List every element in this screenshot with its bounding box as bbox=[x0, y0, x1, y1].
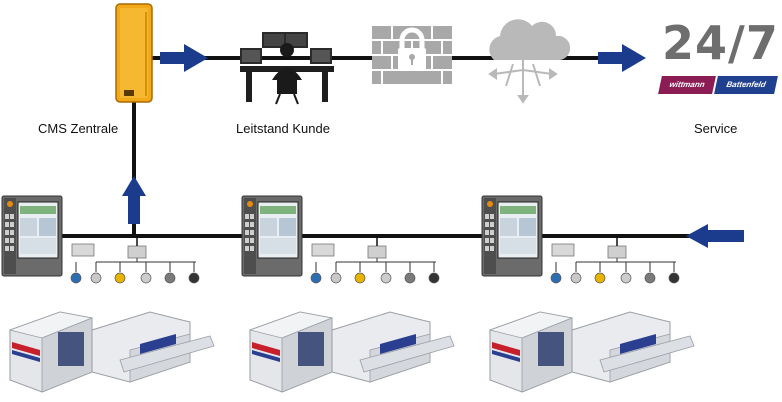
cms-cabinet-icon bbox=[115, 3, 153, 103]
arrow-left-icon bbox=[686, 224, 744, 248]
brand-logo: wittmann Battenfeld bbox=[658, 76, 778, 94]
service-label: Service bbox=[694, 121, 738, 136]
firewall-lock-icon bbox=[372, 26, 452, 84]
injection-molding-machine-icon bbox=[488, 311, 695, 393]
machine-controller-icon bbox=[241, 195, 303, 277]
machine-unit bbox=[481, 195, 695, 393]
service-hours: 24/7 bbox=[662, 16, 779, 70]
cloud-icon bbox=[488, 19, 571, 104]
injection-molding-machine-icon bbox=[8, 311, 215, 393]
machine-unit bbox=[241, 195, 455, 393]
sensor-icon bbox=[550, 236, 680, 284]
machine-controller-icon bbox=[1, 195, 63, 277]
machine-controller-icon bbox=[481, 195, 543, 277]
brand-logo-right: Battenfeld bbox=[714, 76, 778, 94]
cms-label: CMS Zentrale bbox=[38, 121, 119, 136]
leitstand-label: Leitstand Kunde bbox=[236, 121, 330, 136]
sensor-icon bbox=[310, 236, 440, 284]
sensor-icon bbox=[70, 236, 200, 284]
arrow-right-icon bbox=[160, 44, 208, 72]
injection-molding-machine-icon bbox=[248, 311, 455, 393]
arrow-up-icon bbox=[122, 176, 146, 224]
operator-workstation-icon bbox=[240, 32, 334, 105]
arrow-right-icon bbox=[598, 44, 646, 72]
machine-unit bbox=[1, 195, 215, 393]
brand-logo-left: wittmann bbox=[658, 76, 716, 94]
